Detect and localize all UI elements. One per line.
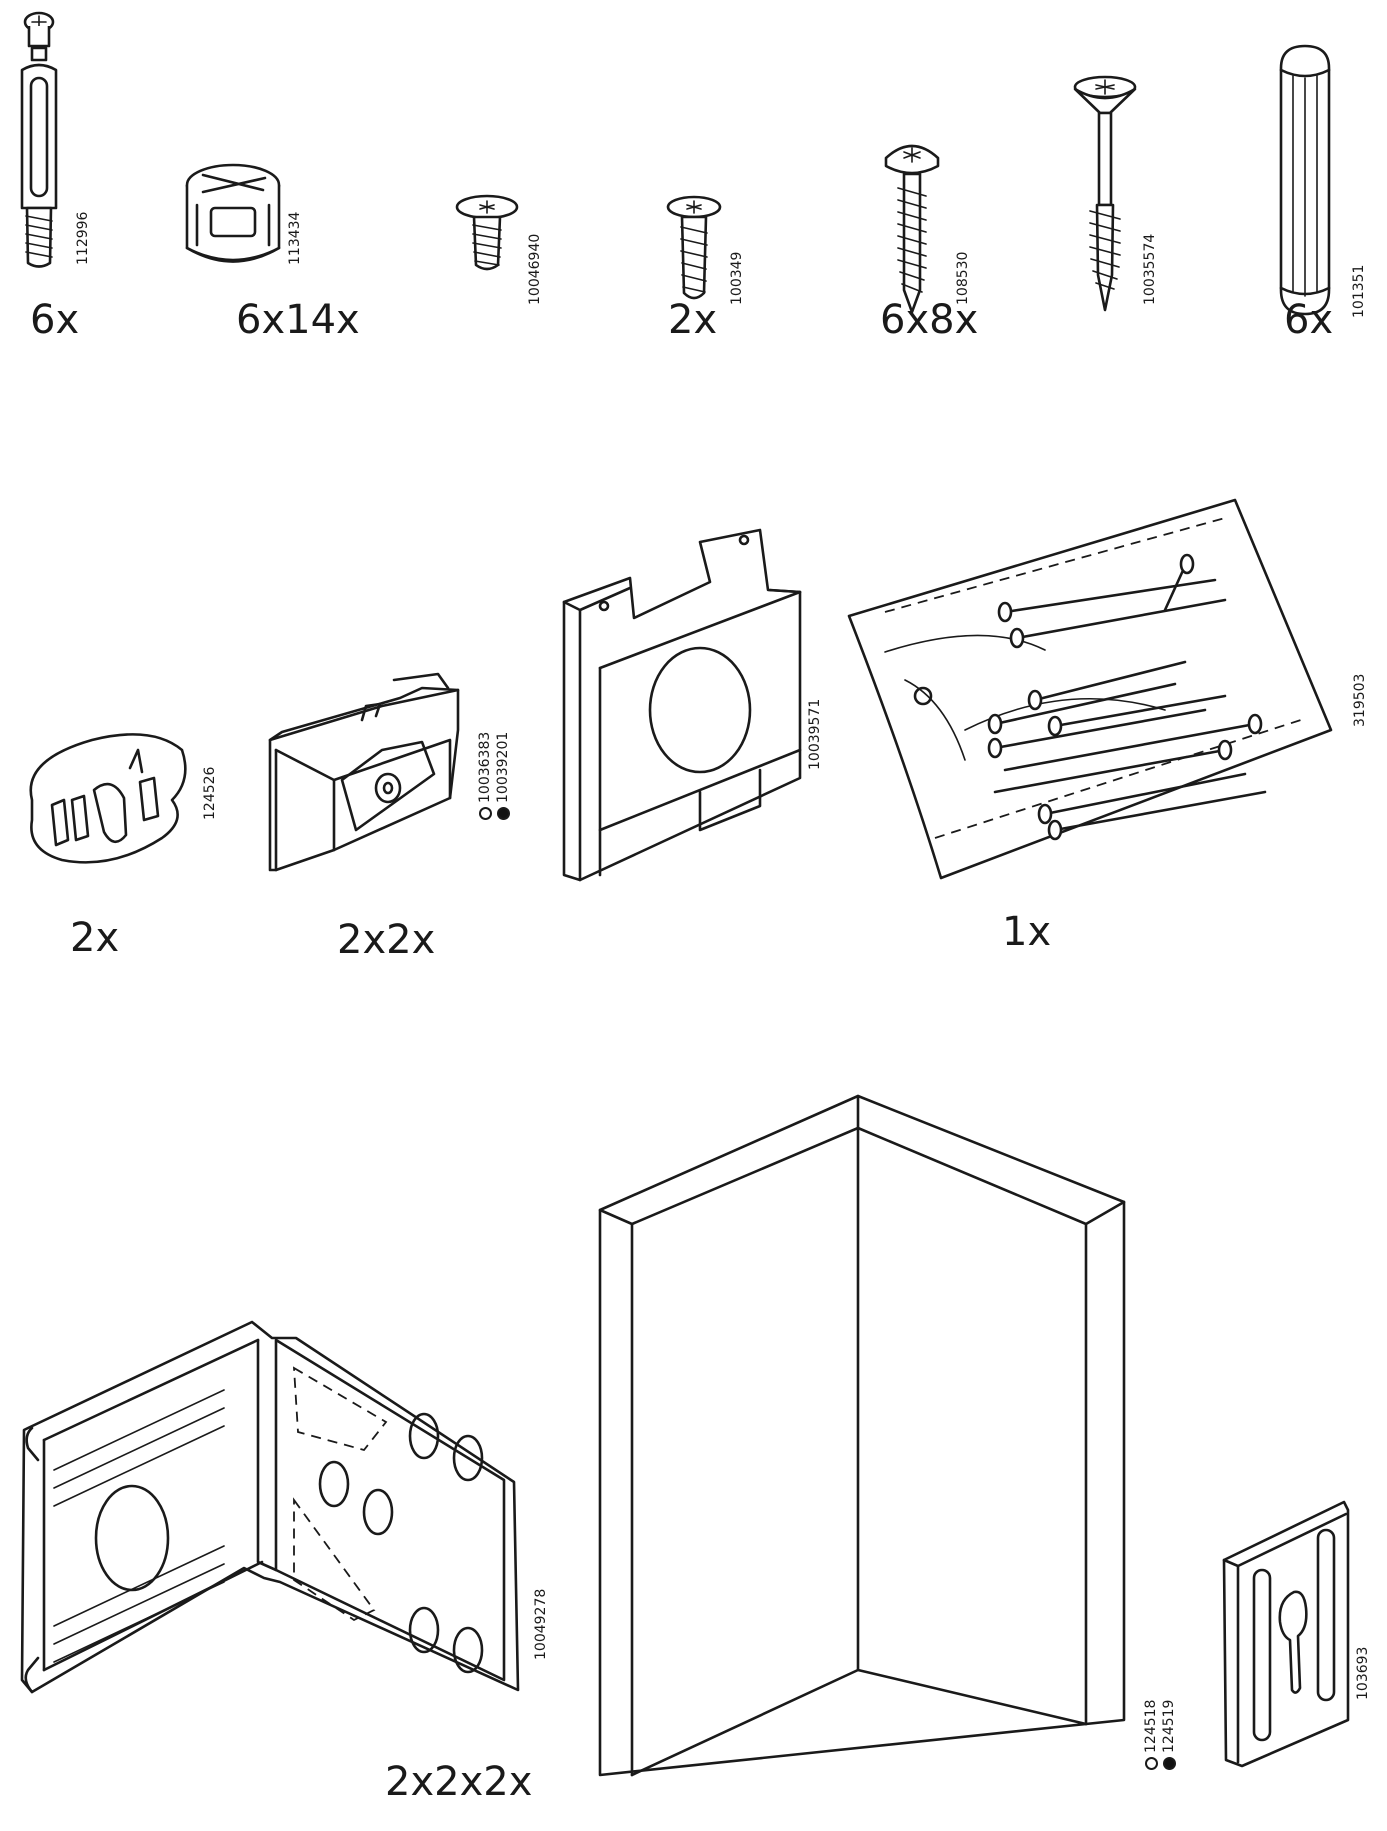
part-code: 10036383	[477, 731, 493, 803]
black-variant-icon	[1162, 1757, 1176, 1770]
part-hanger	[1218, 1500, 1358, 1770]
part-quantity: 2x2x	[337, 917, 436, 963]
part-code: 10049278	[533, 1588, 549, 1660]
part-nail-bag	[845, 498, 1335, 880]
part-pan-screw	[880, 140, 944, 315]
wall-hanger-icon	[1222, 1500, 1350, 1768]
white-variant-icon	[478, 807, 492, 820]
euro-screw-icon	[666, 195, 722, 300]
part-code: 319503	[1352, 673, 1368, 727]
part-cam-bolt	[14, 8, 94, 278]
cam-lock-icon	[185, 163, 281, 263]
part-code: 113434	[287, 211, 303, 265]
connector-clip-icon	[29, 733, 187, 864]
part-wood-screw	[1070, 75, 1140, 315]
part-code: 103693	[1355, 1646, 1371, 1700]
part-corner	[598, 1090, 1128, 1780]
part-code: 10046940	[527, 233, 543, 305]
part-quantity: 6x8x	[880, 297, 979, 343]
part-clip	[262, 670, 462, 880]
corner-bracket-icon	[20, 1320, 520, 1694]
part-connector	[22, 720, 192, 875]
part-code-variants: 124518 124519	[1142, 1700, 1178, 1770]
pan-head-screw-icon	[884, 144, 940, 314]
part-bracket	[14, 1320, 524, 1700]
part-quantity: 6x	[30, 297, 80, 343]
part-code: 124518	[1143, 1699, 1159, 1753]
black-variant-icon	[496, 807, 510, 820]
part-code: 10035574	[1142, 233, 1158, 305]
part-cam-lock	[183, 160, 283, 275]
part-code: 124519	[1161, 1699, 1177, 1753]
part-code: 100349	[729, 251, 745, 305]
cover-clip-icon	[268, 672, 460, 872]
part-quantity: 6x14x	[236, 297, 360, 343]
part-code-variants: 10036383 10039201	[476, 732, 512, 820]
part-quantity: 1x	[1002, 909, 1052, 955]
white-variant-icon	[1144, 1757, 1158, 1770]
wooden-dowel-icon	[1279, 44, 1331, 316]
part-block	[560, 528, 810, 885]
part-dowel	[1275, 40, 1335, 320]
euro-screw-icon	[455, 194, 519, 271]
countersunk-screw-icon	[1073, 75, 1137, 312]
part-quantity: 2x	[70, 915, 120, 961]
part-code: 124526	[202, 766, 218, 820]
mounting-block-icon	[562, 528, 802, 882]
part-quantity: 6x	[1284, 297, 1334, 343]
part-code: 10039201	[495, 731, 511, 803]
cam-bolt-icon	[20, 11, 58, 268]
nail-bag-icon	[847, 498, 1333, 880]
part-short-screw	[662, 195, 726, 310]
part-code: 112996	[75, 211, 91, 265]
part-flat-screw	[452, 194, 522, 275]
part-code: 10039571	[807, 698, 823, 770]
part-code: 101351	[1351, 264, 1367, 318]
part-quantity: 2x	[668, 297, 718, 343]
corner-profile-icon	[598, 1094, 1126, 1777]
part-quantity: 2x2x2x	[385, 1759, 533, 1805]
